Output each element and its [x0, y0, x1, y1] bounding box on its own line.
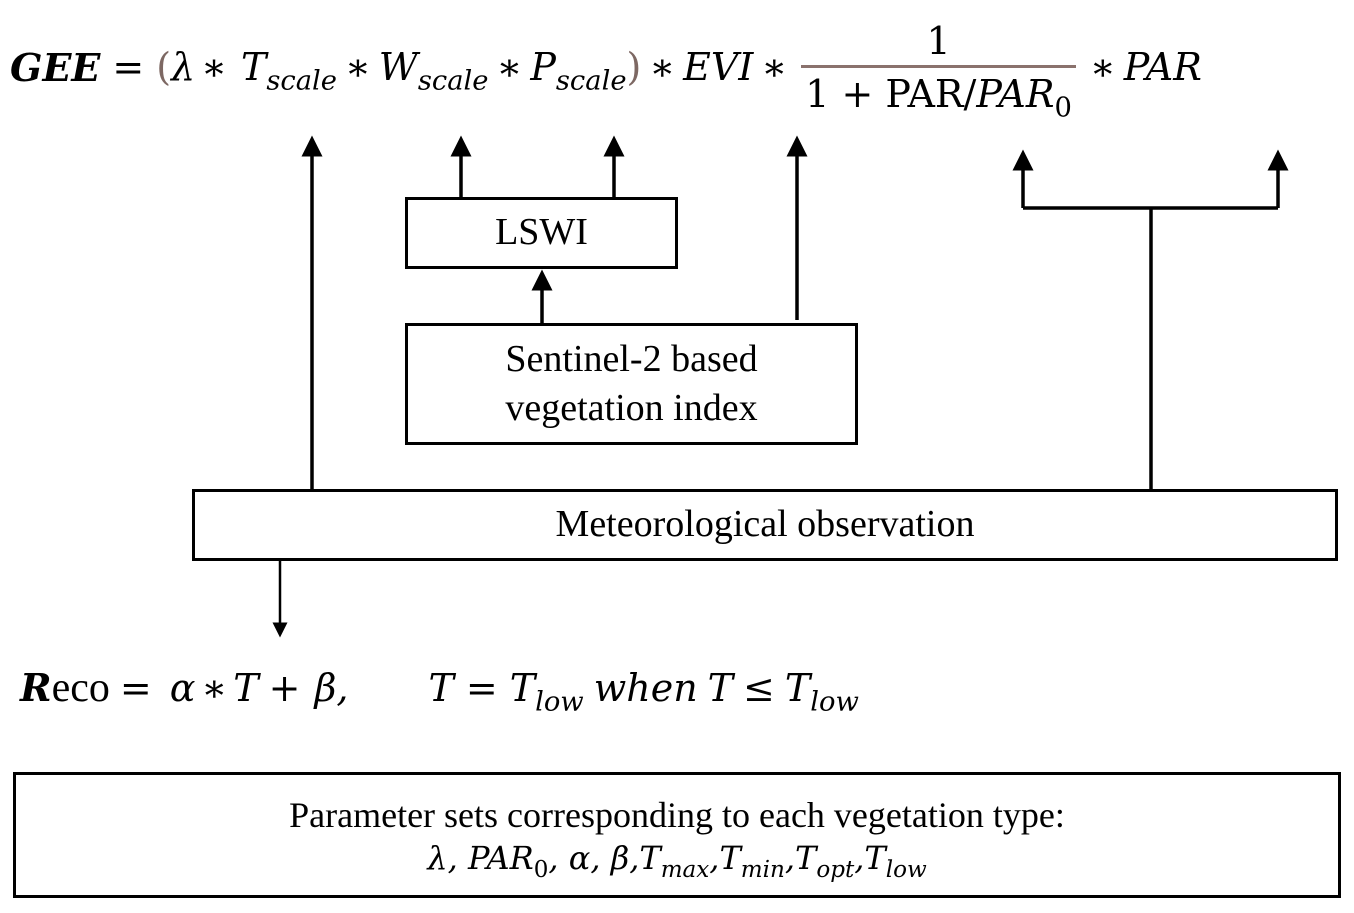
- parameter-sets-box: Parameter sets corresponding to each veg…: [13, 772, 1341, 898]
- reco-equals: =: [119, 666, 152, 710]
- gee-times-2: ∗: [344, 45, 371, 89]
- gee-lhs: GEE: [10, 44, 101, 90]
- gee-equals: =: [112, 45, 145, 89]
- parameter-item: Tlow: [864, 838, 927, 883]
- reco-t: T: [233, 666, 259, 710]
- gee-close-paren: ): [626, 45, 642, 89]
- gee-evi: EVI: [683, 45, 754, 89]
- fraction-denominator: 1 + PAR/PAR0: [801, 64, 1076, 121]
- parameter-item: Topt: [795, 838, 855, 883]
- gee-pscale: Pscale: [530, 45, 627, 97]
- reco-beta: β,: [314, 666, 349, 710]
- reco-leq: ≤: [743, 666, 775, 710]
- reco-equation: R eco = α ∗ T + β, T = Tlow when T ≤ Tlo…: [20, 664, 859, 718]
- gee-wscale: Wscale: [378, 45, 489, 97]
- sentinel-label-line2: vegetation index: [505, 387, 758, 429]
- gee-tscale: Tscale: [240, 45, 337, 97]
- fraction-numerator: 1: [926, 18, 951, 63]
- parameter-separator: ,: [709, 838, 720, 877]
- gee-times-6: ∗: [1089, 45, 1116, 89]
- gee-times-5: ∗: [761, 45, 788, 89]
- reco-cond-equals: =: [465, 666, 498, 710]
- reco-when: when: [593, 666, 698, 710]
- sentinel-vegetation-index-box: Sentinel-2 based vegetation index: [405, 323, 858, 445]
- reco-cond-tlow: Tlow: [509, 666, 584, 718]
- reco-lhs-r: R: [20, 665, 52, 710]
- lswi-box: LSWI: [405, 197, 678, 269]
- gee-open-paren: (: [156, 45, 172, 89]
- parameter-separator: ,: [548, 838, 569, 877]
- gee-times-3: ∗: [496, 45, 523, 89]
- parameter-separator: ,: [854, 838, 865, 877]
- gee-fraction: 1 1 + PAR/PAR0: [801, 18, 1076, 121]
- lswi-label: LSWI: [495, 211, 588, 254]
- gee-equation: GEE = ( λ ∗ Tscale ∗ Wscale ∗ Pscale ) ∗…: [10, 12, 1202, 122]
- parameter-separator: ,: [590, 838, 611, 877]
- parameter-item: β: [610, 838, 630, 877]
- parameter-item: α: [568, 838, 591, 877]
- gee-times-1: ∗: [201, 45, 227, 89]
- sentinel-label-line1: Sentinel-2 based: [505, 337, 758, 380]
- parameter-list: λ, PAR0, α, β,Tmax,Tmin,Topt,Tlow: [427, 838, 927, 883]
- parameter-separator: ,: [629, 838, 640, 877]
- reco-alpha: α: [169, 666, 196, 710]
- gee-par: PAR: [1123, 45, 1202, 89]
- meteorological-observation-box: Meteorological observation: [192, 489, 1338, 561]
- reco-cond-t: T: [428, 666, 454, 710]
- reco-lhs-eco: eco: [51, 665, 110, 711]
- parameter-item: Tmin: [719, 838, 785, 883]
- reco-cond-t2: T: [707, 666, 734, 710]
- parameter-item: PAR0: [467, 838, 549, 883]
- parameter-separator: ,: [784, 838, 795, 877]
- parameter-item: Tmax: [639, 838, 710, 883]
- reco-cond-tlow2: Tlow: [784, 666, 859, 718]
- gee-times-4: ∗: [649, 45, 676, 89]
- parameter-item: λ: [427, 838, 448, 877]
- reco-plus: +: [268, 666, 301, 710]
- meteorological-label: Meteorological observation: [555, 503, 975, 546]
- parameter-separator: ,: [447, 838, 468, 877]
- gee-lambda: λ: [171, 45, 196, 89]
- reco-times: ∗: [201, 666, 228, 710]
- parameter-sets-title: Parameter sets corresponding to each veg…: [289, 794, 1065, 835]
